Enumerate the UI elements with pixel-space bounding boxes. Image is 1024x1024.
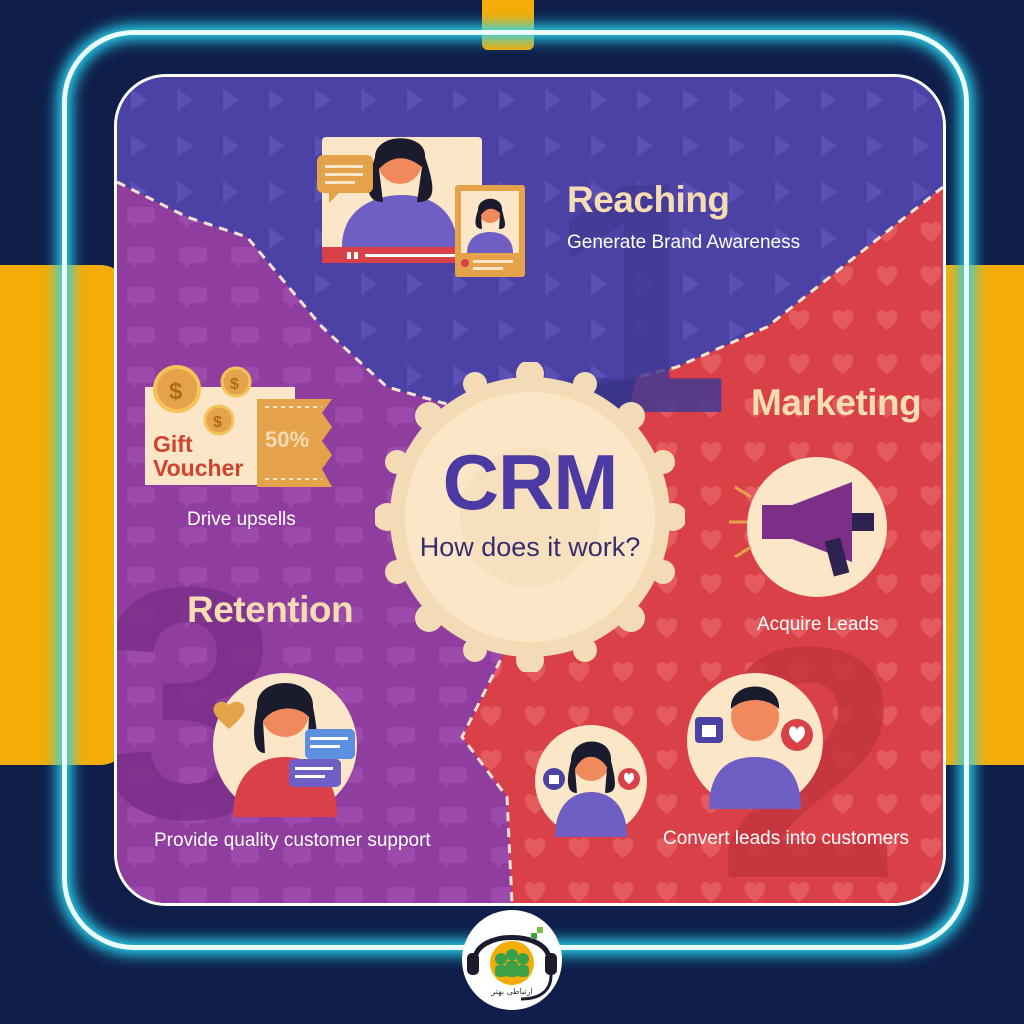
gift-label-line1: Gift	[153, 431, 193, 457]
video-call-icon	[317, 137, 525, 277]
discount-label: 50%	[265, 427, 310, 452]
megaphone-icon	[729, 457, 887, 597]
headset-logo-icon: ارتباطی بهتر	[457, 905, 567, 1015]
crm-center-gear: CRM How does it work?	[373, 360, 687, 674]
customer-support-label: Provide quality customer support	[154, 830, 431, 851]
svg-text:$: $	[213, 414, 222, 431]
reaching-title: Reaching	[567, 179, 730, 220]
logo-caption: ارتباطی بهتر	[491, 987, 533, 996]
gear-icon	[373, 360, 687, 674]
gift-label-line2: Voucher	[153, 455, 244, 481]
crm-infographic-card: 1 2 3	[114, 74, 946, 906]
retention-title: Retention	[187, 589, 354, 630]
acquire-leads-label: Acquire Leads	[757, 614, 879, 635]
marketing-title: Marketing	[751, 382, 922, 423]
convert-leads-label: Convert leads into customers	[663, 828, 910, 849]
gift-voucher-icon: $ $ $	[145, 365, 332, 487]
segments-background: 1 2 3	[117, 77, 943, 903]
reaching-description: Generate Brand Awareness	[567, 232, 801, 253]
gift-voucher-label: Gift Voucher	[153, 432, 243, 480]
drive-upsells-label: Drive upsells	[187, 509, 296, 530]
crm-title: CRM	[442, 438, 619, 526]
crm-subtitle: How does it work?	[419, 532, 641, 562]
svg-text:$: $	[169, 378, 183, 405]
customer-avatar-small	[535, 725, 647, 837]
top-yellow-tab	[482, 0, 534, 50]
support-agent-icon	[213, 673, 357, 817]
customer-avatar-large	[687, 673, 823, 809]
svg-text:$: $	[230, 376, 239, 393]
